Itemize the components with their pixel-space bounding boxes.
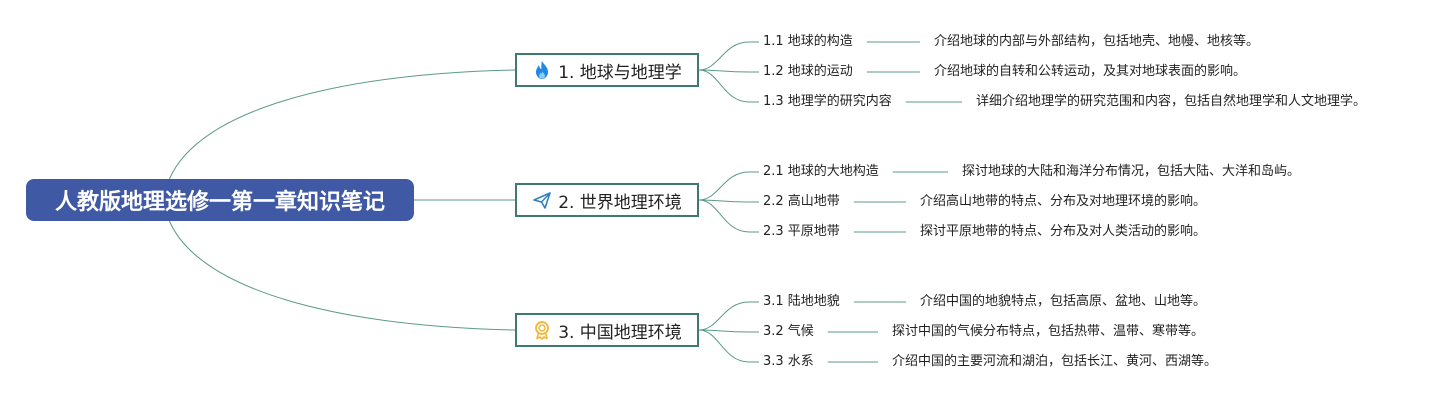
leaf-label[interactable]: 2.2 高山地带 xyxy=(763,194,840,209)
branch-node-world-environment[interactable]: 2. 世界地理环境 xyxy=(515,183,699,217)
leaf-label[interactable]: 1.2 地球的运动 xyxy=(763,64,853,79)
leaf-description: 介绍中国的地貌特点，包括高原、盆地、山地等。 xyxy=(920,294,1207,309)
leaf-description: 介绍地球的自转和公转运动，及其对地球表面的影响。 xyxy=(934,64,1247,79)
leaf-label[interactable]: 2.3 平原地带 xyxy=(763,224,840,239)
branch-to-leaf-connector xyxy=(698,301,759,331)
leaf-description: 介绍高山地带的特点、分布及对地理环境的影响。 xyxy=(920,194,1207,209)
branch-label: 2. 世界地理环境 xyxy=(558,192,682,213)
branch-to-leaf-connector xyxy=(698,199,759,233)
branch-to-leaf-connector xyxy=(698,171,759,201)
branch-node-china-environment[interactable]: 3. 中国地理环境 xyxy=(515,313,699,347)
branch-to-leaf-connector xyxy=(698,199,759,203)
leaf-description: 介绍地球的内部与外部结构，包括地壳、地幔、地核等。 xyxy=(934,34,1260,49)
branch-to-leaf-connector xyxy=(698,69,759,103)
branch-to-leaf-connector xyxy=(698,329,759,363)
leaf-description: 探讨平原地带的特点、分布及对人类活动的影响。 xyxy=(920,224,1207,239)
branch-label: 3. 中国地理环境 xyxy=(558,322,682,343)
root-node[interactable]: 人教版地理选修一第一章知识笔记 xyxy=(26,179,414,221)
leaf-label[interactable]: 1.3 地理学的研究内容 xyxy=(763,94,892,109)
branch-node-earth-geography[interactable]: 1. 地球与地理学 xyxy=(515,53,699,87)
leaf-description: 介绍中国的主要河流和湖泊，包括长江、黄河、西湖等。 xyxy=(892,354,1218,369)
root-to-branch-connector xyxy=(168,220,516,331)
branch-to-leaf-connector xyxy=(698,329,759,333)
root-to-branch-connector xyxy=(168,69,516,180)
branch-label: 1. 地球与地理学 xyxy=(558,62,682,83)
branch-to-leaf-connector xyxy=(698,41,759,71)
leaf-label[interactable]: 1.1 地球的构造 xyxy=(763,34,853,49)
paper-plane-icon xyxy=(532,190,552,210)
fire-icon xyxy=(532,60,552,80)
leaf-label[interactable]: 2.1 地球的大地构造 xyxy=(763,164,879,179)
award-ribbon-icon xyxy=(532,320,552,340)
leaf-label[interactable]: 3.3 水系 xyxy=(763,354,814,369)
leaf-description: 探讨地球的大陆和海洋分布情况，包括大陆、大洋和岛屿。 xyxy=(962,164,1301,179)
leaf-description: 详细介绍地理学的研究范围和内容，包括自然地理学和人文地理学。 xyxy=(976,94,1367,109)
branch-to-leaf-connector xyxy=(698,69,759,73)
leaf-description: 探讨中国的气候分布特点，包括热带、温带、寒带等。 xyxy=(892,324,1205,339)
leaf-label[interactable]: 3.2 气候 xyxy=(763,324,814,339)
leaf-label[interactable]: 3.1 陆地地貌 xyxy=(763,294,840,309)
